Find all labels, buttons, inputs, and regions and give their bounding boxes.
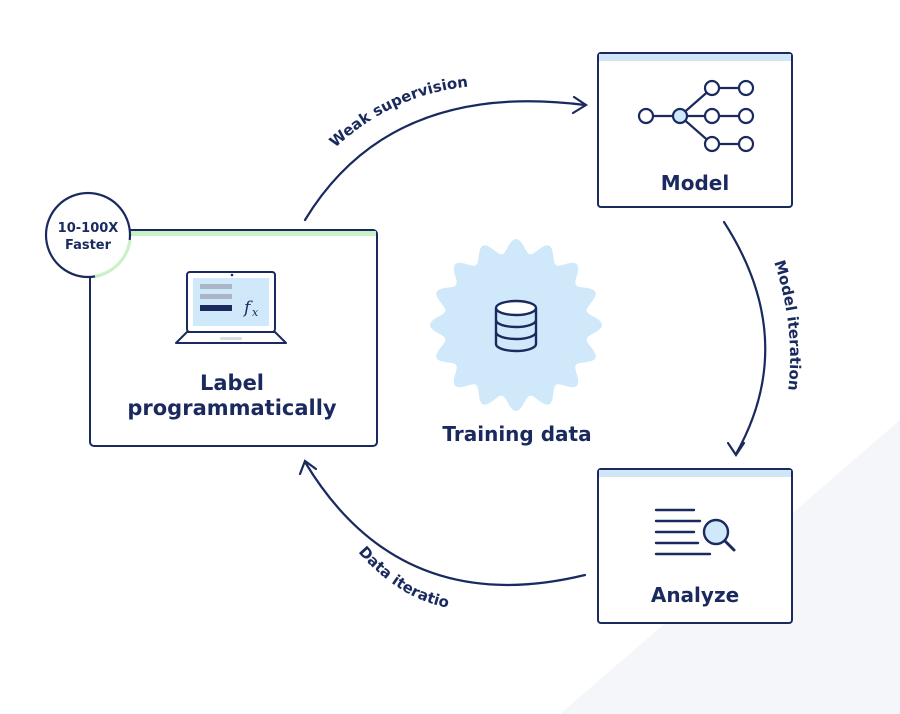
label-box-title-line1: Label — [200, 371, 264, 395]
badge-line1: 10-100X — [58, 221, 119, 236]
data-iteration-arrow — [303, 460, 587, 587]
model-box-title: Model — [661, 171, 729, 195]
box-header-bar — [599, 470, 791, 477]
function-fx-icon: f x — [242, 298, 259, 319]
data-iteration-arrowhead — [298, 459, 318, 476]
model-iteration-label: Model iteration — [770, 258, 804, 392]
analyze-box-title: Analyze — [651, 583, 739, 607]
svg-text:x: x — [252, 306, 259, 319]
training-data-hub: Training data — [430, 239, 602, 446]
gear-shape — [430, 239, 602, 411]
badge-accent — [94, 239, 132, 278]
model-iteration-arrowhead — [726, 441, 746, 457]
training-data-label: Training data — [442, 422, 591, 446]
svg-text:f: f — [242, 298, 253, 318]
box-header-bar — [599, 54, 791, 61]
box-accent-bar — [91, 231, 376, 236]
database-icon — [494, 299, 538, 353]
label-box-title-line2: programmatically — [127, 396, 337, 420]
label-programmatically-box: f x Label programmatically — [89, 229, 378, 447]
speed-badge: 10-100X Faster — [44, 191, 132, 279]
model-box: Model — [597, 52, 793, 208]
laptop-icon — [175, 271, 287, 344]
analyze-box: Analyze — [597, 468, 793, 624]
weak-supervision-arrowhead — [571, 95, 589, 115]
weak-supervision-arrow — [303, 100, 587, 222]
badge-line2: Faster — [65, 238, 112, 253]
flow-arrows — [298, 95, 767, 587]
network-tree-icon — [637, 79, 755, 153]
document-search-icon — [654, 508, 736, 556]
model-iteration-arrow — [722, 220, 767, 456]
